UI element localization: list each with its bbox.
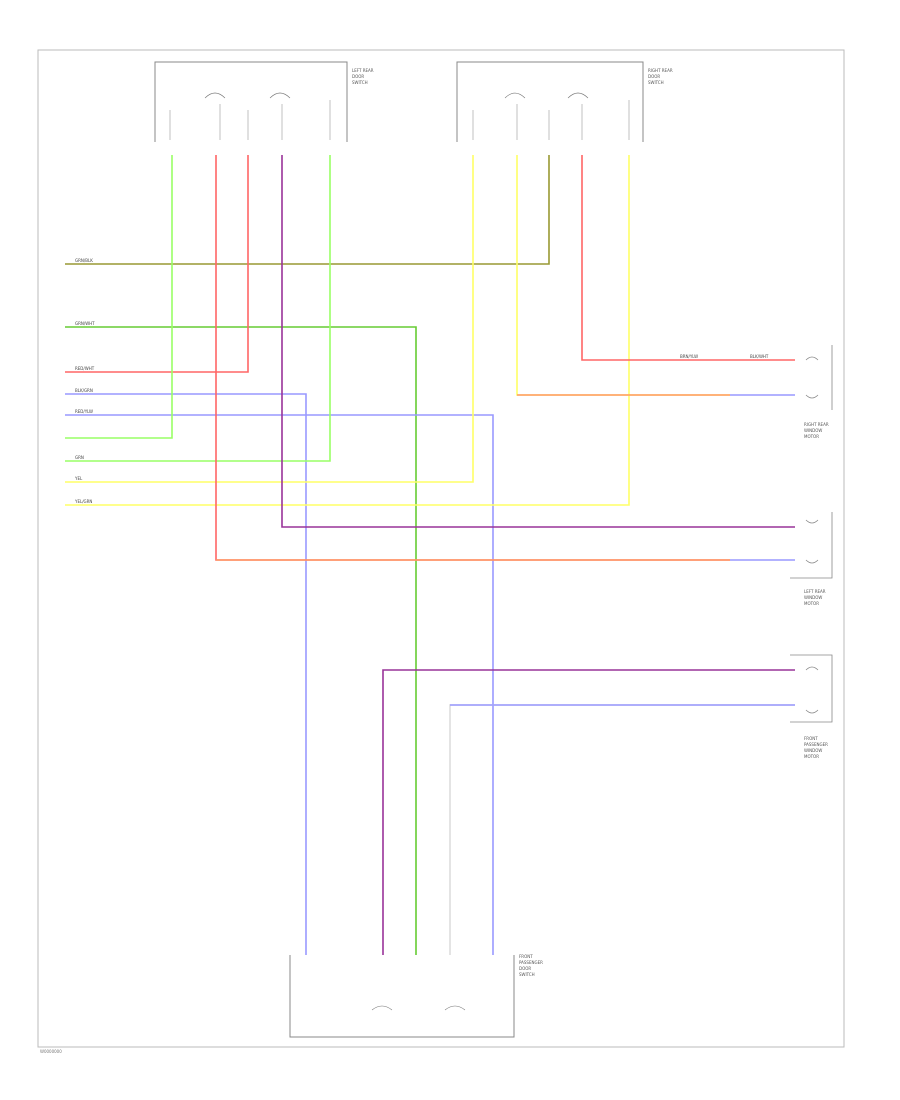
wire-label-ylw-grn: YEL/GRN: [74, 499, 92, 504]
wire-label-ylw: YEL: [74, 476, 83, 481]
front-passenger-door-switch: FRONT PASSENGER DOOR SWITCH: [289, 954, 543, 1038]
right-rear-motor-label-3: MOTOR: [804, 434, 819, 439]
left-rear-switch-label-1: LEFT REAR: [352, 68, 374, 73]
front-pass-motor-label-2: PASSENGER: [804, 742, 828, 747]
wire-label-blk-wht: BLK/WHT: [750, 354, 769, 359]
left-rear-motor-label-3: MOTOR: [804, 601, 819, 606]
footer-code: W0000000: [40, 1049, 62, 1054]
diagram-frame: [37, 49, 845, 1048]
front-pass-switch-label-3: DOOR: [519, 966, 531, 971]
wire-label-grn: GRN: [75, 455, 84, 460]
right-rear-motor-label-2: WINDOW: [804, 428, 822, 433]
wire-purple-lr: [281, 155, 795, 528]
right-rear-switch-label-2: DOOR: [648, 74, 660, 79]
wire-purple-fp: [382, 669, 795, 955]
wire-violet-right: [65, 414, 494, 955]
left-rear-door-switch: LEFT REAR DOOR SWITCH: [154, 61, 374, 142]
wires: [65, 155, 795, 955]
left-rear-motor-label-1: LEFT REAR: [804, 589, 826, 594]
front-pass-switch-label-1: FRONT: [519, 954, 533, 959]
front-pass-switch-label-4: SWITCH: [519, 972, 535, 977]
wire-red-short: [65, 155, 249, 373]
right-rear-motor-label-1: RIGHT REAR: [804, 422, 829, 427]
right-rear-switch-label-3: SWITCH: [648, 80, 664, 85]
wire-green: [65, 326, 417, 955]
front-passenger-window-motor: FRONT PASSENGER WINDOW MOTOR: [790, 654, 833, 759]
wire-labels: GRN/BLK GRN/WHT RED/WHT BLK/GRN RED/YLW …: [74, 258, 769, 504]
left-rear-window-motor: LEFT REAR WINDOW MOTOR: [790, 512, 833, 606]
right-rear-switch-label-1: RIGHT REAR: [648, 68, 673, 73]
wire-red-rr: [581, 155, 795, 361]
wire-label-blk-grn: BLK/GRN: [75, 388, 93, 393]
front-pass-motor-label-3: WINDOW: [804, 748, 822, 753]
wire-label-red-wht: RED/WHT: [75, 366, 95, 371]
wire-olive: [65, 155, 550, 265]
front-pass-motor-label-1: FRONT: [804, 736, 818, 741]
wire-yellow-b: [65, 155, 630, 506]
wire-label-red-ylw: RED/YLW: [75, 409, 93, 414]
front-pass-switch-label-2: PASSENGER: [519, 960, 543, 965]
left-rear-switch-label-2: DOOR: [352, 74, 364, 79]
left-rear-motor-label-2: WINDOW: [804, 595, 822, 600]
wire-lightgreen-a: [65, 155, 173, 439]
wire-white-fp: [449, 704, 795, 955]
wire-label-brn-ylw: BRN/YLW: [680, 354, 698, 359]
wire-label-grn-blk: GRN/BLK: [75, 258, 93, 263]
wire-yellow-a: [65, 155, 474, 483]
wire-label-grn-wht: GRN/WHT: [75, 321, 95, 326]
right-rear-door-switch: RIGHT REAR DOOR SWITCH: [456, 61, 673, 142]
right-rear-window-motor: RIGHT REAR WINDOW MOTOR: [804, 345, 833, 439]
left-rear-switch-label-3: SWITCH: [352, 80, 368, 85]
wire-lightgreen-b: [65, 155, 331, 462]
wire-violet-left: [65, 393, 307, 955]
front-pass-motor-label-4: MOTOR: [804, 754, 819, 759]
